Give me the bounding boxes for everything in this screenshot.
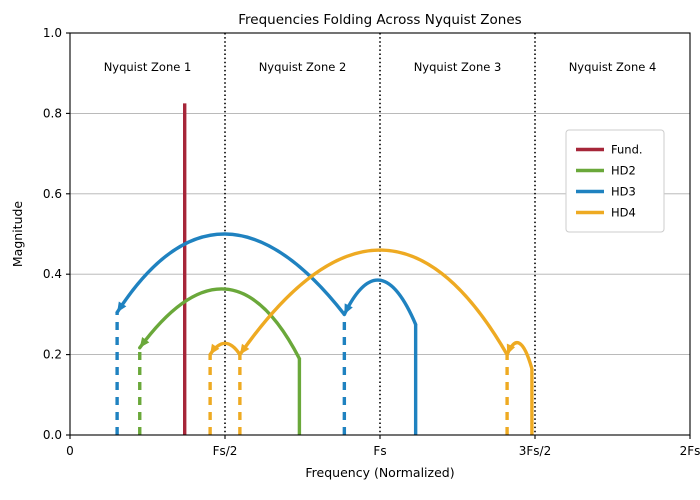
series-hd2 <box>138 287 302 435</box>
chart-title: Frequencies Folding Across Nyquist Zones <box>238 12 521 28</box>
x-tick-label: Fs <box>373 444 386 458</box>
nyquist-zone-label: Nyquist Zone 3 <box>414 60 502 74</box>
zone-divider-group <box>224 33 536 435</box>
nyquist-zone-label: Nyquist Zone 4 <box>569 60 657 74</box>
nyquist-zone-label: Nyquist Zone 2 <box>259 60 347 74</box>
y-axis-label: Magnitude <box>10 201 25 268</box>
legend-label-hd2: HD2 <box>611 164 636 178</box>
folding-arrow-head <box>344 303 353 315</box>
x-tick-label: 3Fs/2 <box>519 444 551 458</box>
x-axis-label: Frequency (Normalized) <box>305 465 454 480</box>
folding-arrow-head <box>117 301 127 313</box>
series-hd3 <box>115 232 418 435</box>
series-hd4 <box>208 248 534 435</box>
axis-ticks-group <box>66 32 691 439</box>
folding-arrow-arc <box>238 248 509 357</box>
zone-labels-group: Nyquist Zone 1 Nyquist Zone 2 Nyquist Zone… <box>104 60 657 74</box>
x-tick-label: Fs/2 <box>213 444 238 458</box>
x-tick-label: 2Fs <box>680 444 700 458</box>
folding-arrow-head <box>210 343 220 355</box>
legend-label-hd3: HD3 <box>611 185 636 199</box>
axis-text-group: 0 Fs/2 Fs 3Fs/2 2Fs 0.0 0.2 0.4 0.6 0.8 1.0 <box>43 26 700 458</box>
legend-label-hd4: HD4 <box>611 206 636 220</box>
y-tick-label: 0.8 <box>43 106 62 120</box>
y-tick-label: 0.2 <box>43 348 62 362</box>
nyquist-zone-label: Nyquist Zone 1 <box>104 60 192 74</box>
folding-arrow-head <box>139 337 150 348</box>
y-tick-label: 0.0 <box>43 428 62 442</box>
data-series-group <box>115 103 534 435</box>
y-tick-label: 1.0 <box>43 26 62 40</box>
legend-label-fund: Fund. <box>611 143 643 157</box>
y-tick-label: 0.4 <box>43 267 62 281</box>
folding-arrow-arc <box>342 278 418 327</box>
folding-arrow-arc <box>138 287 302 361</box>
legend-box <box>565 129 665 233</box>
folding-arrow-head <box>506 343 516 355</box>
y-tick-label: 0.6 <box>43 187 62 201</box>
folding-arrow-head <box>239 343 250 355</box>
x-tick-label: 0 <box>66 444 74 458</box>
